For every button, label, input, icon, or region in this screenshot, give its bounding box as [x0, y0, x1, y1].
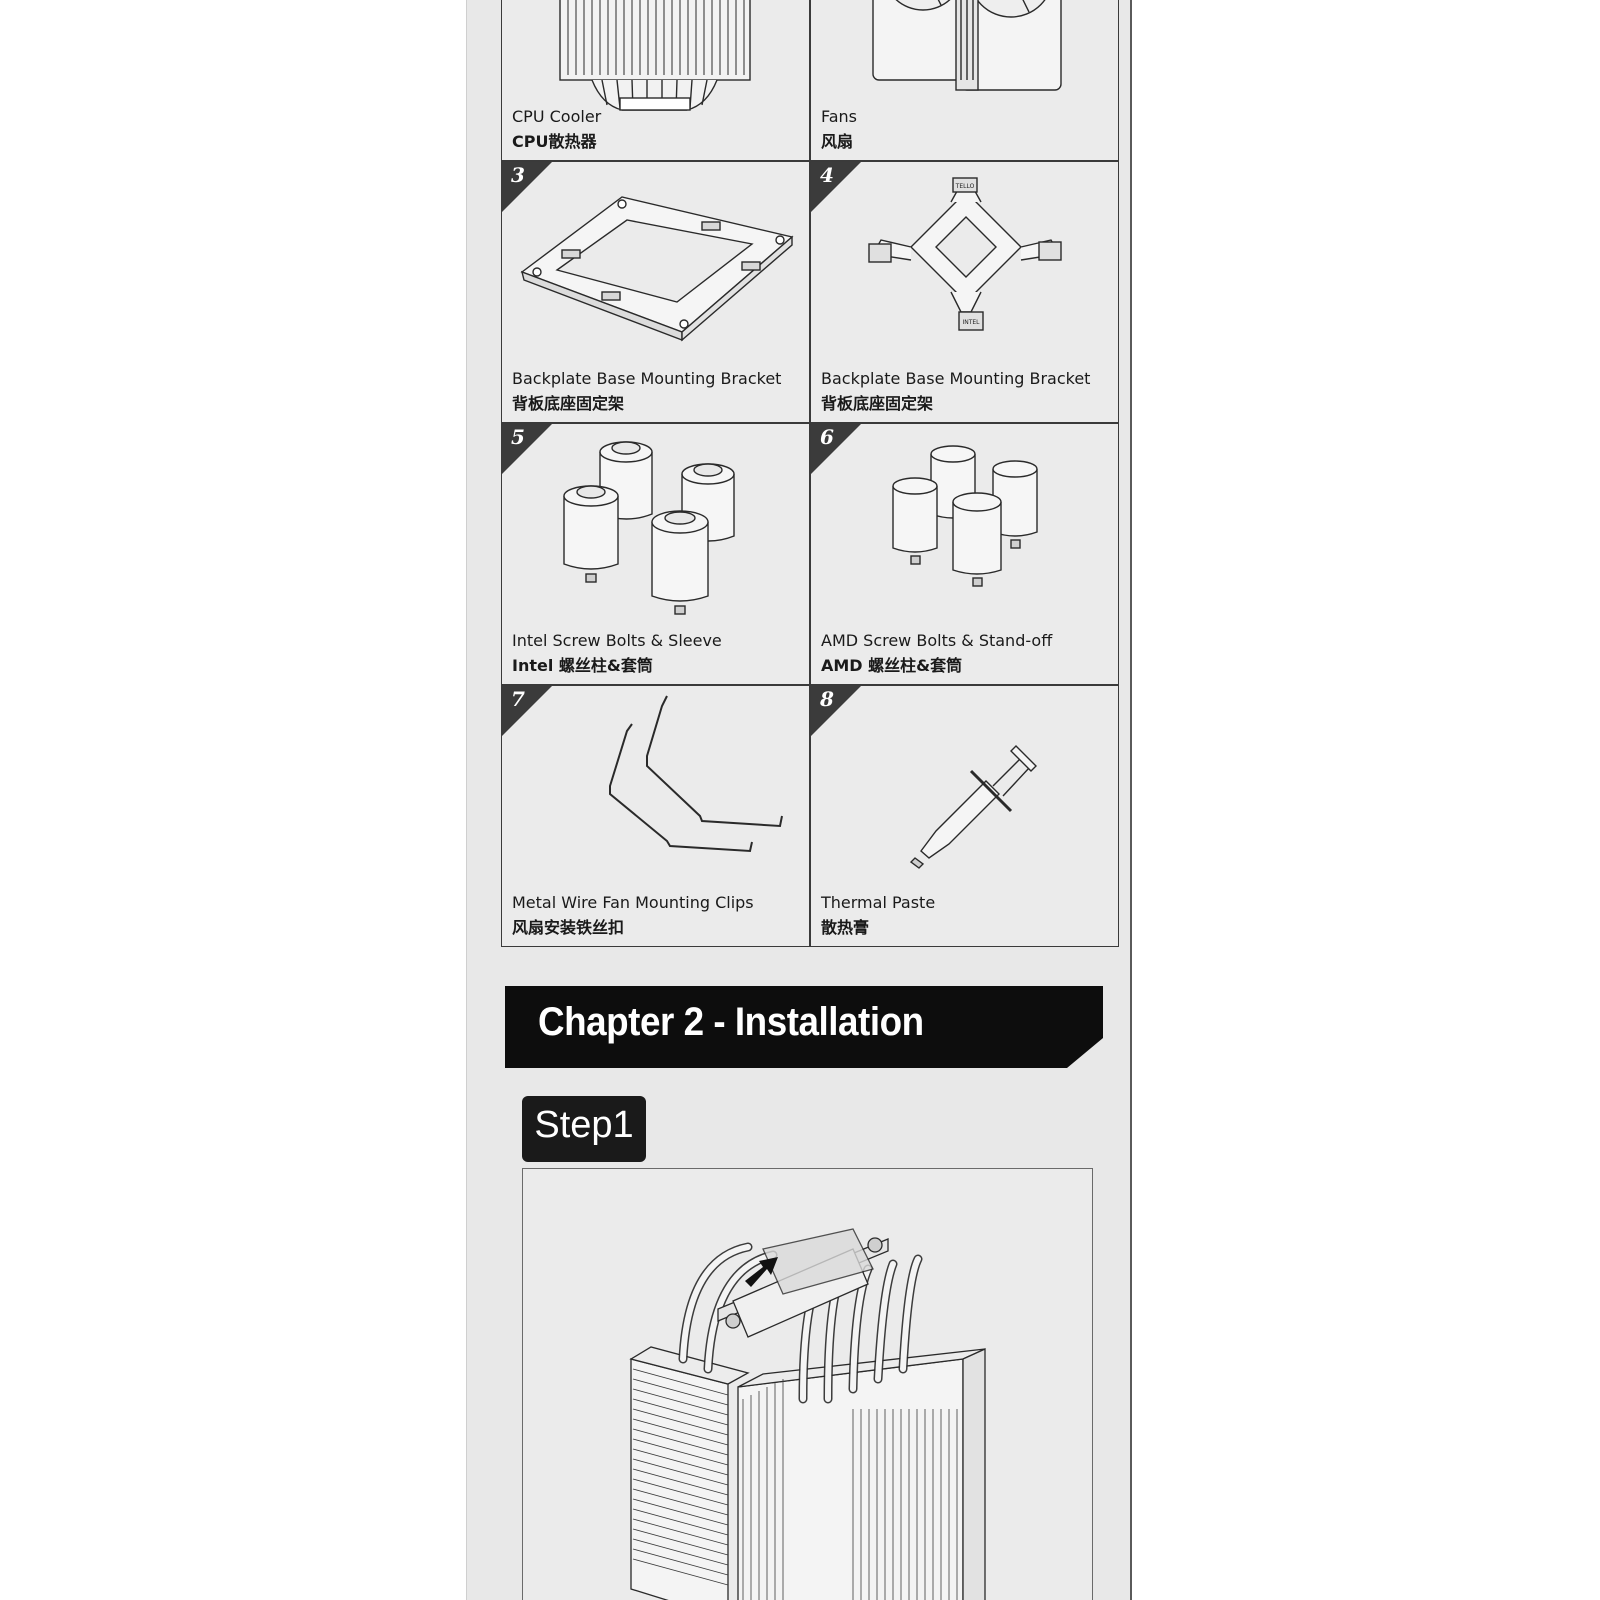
- part-name-en: Metal Wire Fan Mounting Clips: [512, 893, 754, 912]
- number-corner: [811, 686, 861, 736]
- part-number: 4: [820, 163, 834, 187]
- part-cell-amd-screws: 6 AMD Screw Bolts & Stand-off AMD: [810, 423, 1119, 685]
- amd-screw-bolts-illustration: [892, 445, 1038, 587]
- chapter-title: Chapter 2 - Installation: [538, 1000, 924, 1044]
- mounting-bracket-illustration: TELLO INTEL: [868, 177, 1062, 331]
- part-name-cn: 散热膏: [821, 918, 870, 937]
- backplate-bracket-illustration: [520, 196, 794, 342]
- bracket-label-top: TELLO: [955, 183, 975, 190]
- number-corner: [502, 162, 552, 212]
- part-name-en: Backplate Base Mounting Bracket: [512, 369, 782, 388]
- thermal-paste-syringe-illustration: [909, 745, 1037, 869]
- part-number: 7: [511, 687, 525, 711]
- part-name-en: Backplate Base Mounting Bracket: [821, 369, 1091, 388]
- bracket-label-bottom: INTEL: [962, 319, 980, 326]
- part-name-cn: AMD 螺丝柱&套筒: [821, 656, 963, 675]
- parts-grid: CPU Cooler CPU散热器: [501, 0, 1121, 947]
- cooler-protective-film-removal-illustration: [629, 1228, 986, 1600]
- part-name-en: Fans: [821, 107, 858, 126]
- part-number: 8: [820, 687, 834, 711]
- part-name-en: CPU Cooler: [512, 107, 602, 126]
- part-name-cn: Intel 螺丝柱&套筒: [512, 656, 653, 675]
- part-number: 3: [511, 163, 525, 187]
- cpu-cooler-illustration: [559, 0, 751, 111]
- number-corner: [811, 162, 861, 212]
- part-cell-fans: Fans 风扇: [810, 0, 1119, 161]
- fans-illustration: [872, 0, 1062, 91]
- part-name-cn: 风扇: [821, 132, 854, 151]
- part-cell-wire-clips: 7 Metal Wire Fan Mounting Clips 风扇安装铁丝扣: [501, 685, 810, 947]
- part-cell-mounting-bracket: 4 TELLO INTEL Backplate Base Mountin: [810, 161, 1119, 423]
- manual-page: CPU Cooler CPU散热器: [466, 0, 1132, 1600]
- part-name-en: AMD Screw Bolts & Stand-off: [821, 631, 1053, 650]
- part-cell-intel-screws: 5 Intel: [501, 423, 810, 685]
- part-name-cn: 风扇安装铁丝扣: [512, 918, 625, 937]
- wire-clips-illustration: [609, 695, 783, 853]
- part-name-cn: 背板底座固定架: [821, 394, 934, 413]
- part-name-en: Intel Screw Bolts & Sleeve: [512, 631, 722, 650]
- chapter-banner: Chapter 2 - Installation: [505, 986, 1103, 1068]
- part-name-cn: 背板底座固定架: [512, 394, 625, 413]
- part-number: 5: [511, 425, 525, 449]
- part-cell-backplate: 3 Backplate Base Mounting Brac: [501, 161, 810, 423]
- part-number: 6: [820, 425, 834, 449]
- part-cell-cpu-cooler: CPU Cooler CPU散热器: [501, 0, 810, 161]
- step-badge: Step1: [522, 1096, 646, 1162]
- part-name-cn: CPU散热器: [512, 132, 597, 151]
- part-name-en: Thermal Paste: [821, 893, 936, 912]
- number-corner: [502, 424, 552, 474]
- intel-screw-bolts-illustration: [563, 441, 735, 615]
- step-illustration-frame: [522, 1168, 1093, 1600]
- chapter-banner-shape: [505, 986, 1103, 1068]
- number-corner: [502, 686, 552, 736]
- part-cell-thermal-paste: 8 Thermal Paste 散热膏: [810, 685, 1119, 947]
- number-corner: [811, 424, 861, 474]
- step-label: Step1: [534, 1104, 634, 1146]
